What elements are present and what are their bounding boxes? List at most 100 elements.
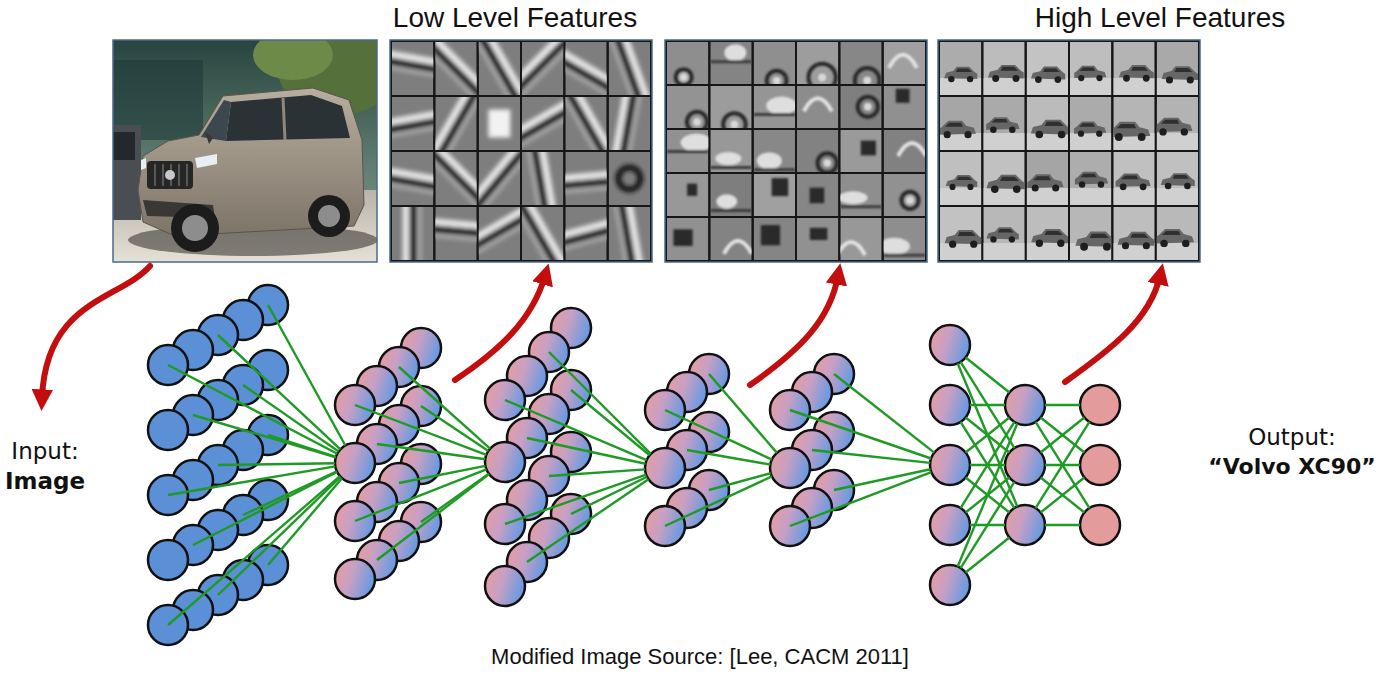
connection-line bbox=[1045, 404, 1080, 406]
connection-line bbox=[193, 415, 336, 457]
filter-light-bar bbox=[416, 193, 708, 277]
connection-line bbox=[243, 385, 339, 452]
connection-line bbox=[421, 406, 488, 451]
object-car bbox=[1075, 232, 1115, 251]
object-car bbox=[988, 65, 1024, 82]
connection-line bbox=[834, 374, 934, 453]
object-road bbox=[983, 133, 1024, 150]
object-car-window bbox=[1130, 234, 1148, 238]
part-ground bbox=[754, 218, 795, 260]
object-car-window bbox=[998, 229, 1014, 233]
object-car-window bbox=[1045, 122, 1064, 126]
part-pattern bbox=[837, 242, 865, 255]
part-feature bbox=[667, 130, 712, 172]
part-curve bbox=[724, 241, 752, 254]
connection-line bbox=[549, 352, 651, 454]
part-hub bbox=[863, 76, 871, 84]
object-car bbox=[1110, 122, 1150, 141]
object-car-wheel bbox=[1143, 242, 1150, 249]
part-hub bbox=[680, 73, 688, 81]
part-pattern bbox=[724, 241, 752, 254]
object-car-wheel bbox=[1166, 76, 1173, 83]
gabor-filter bbox=[502, 6, 573, 305]
connection-line bbox=[505, 475, 646, 524]
object-car-wheel bbox=[948, 76, 954, 82]
object-ground bbox=[1113, 207, 1154, 260]
object-car-wheel bbox=[1078, 75, 1084, 81]
connection-line bbox=[355, 469, 486, 521]
part-blob bbox=[716, 194, 737, 208]
object-road bbox=[940, 188, 981, 205]
gabor-filter bbox=[609, 152, 650, 205]
part-pattern bbox=[667, 134, 712, 152]
object-car-wheel bbox=[1115, 133, 1123, 141]
object-ground bbox=[940, 42, 981, 95]
object-road bbox=[1070, 78, 1111, 95]
part-ground bbox=[667, 218, 708, 260]
filter-ground bbox=[479, 97, 520, 150]
object-car-window bbox=[1090, 234, 1110, 238]
filter-dark-bar bbox=[594, 62, 653, 359]
part-hub bbox=[693, 118, 701, 126]
object-road bbox=[1113, 188, 1154, 205]
object-car-wheel bbox=[1120, 183, 1127, 190]
object-road bbox=[1113, 243, 1154, 260]
part-blob bbox=[757, 152, 782, 169]
part-block bbox=[896, 89, 910, 103]
part-blob bbox=[766, 97, 797, 115]
object-ground bbox=[983, 42, 1024, 95]
dense-neuron bbox=[1005, 385, 1045, 425]
object-car bbox=[939, 121, 976, 138]
object-car bbox=[1162, 66, 1199, 83]
object-car-wheel bbox=[1055, 76, 1062, 83]
photo-other-car bbox=[113, 125, 141, 220]
part-pattern bbox=[804, 98, 832, 111]
part-pattern bbox=[772, 178, 789, 196]
part-feature bbox=[884, 130, 926, 172]
dense-neuron bbox=[930, 565, 970, 605]
part-blob bbox=[681, 134, 713, 152]
part-edge bbox=[710, 166, 751, 169]
object-road bbox=[983, 243, 1024, 260]
dense-neuron bbox=[1005, 505, 1045, 545]
part-ground bbox=[710, 174, 751, 216]
object-feature bbox=[940, 152, 981, 205]
part-feature bbox=[840, 86, 881, 128]
part-pattern bbox=[810, 228, 827, 240]
connection-line bbox=[377, 474, 489, 560]
object-feature bbox=[1027, 207, 1069, 260]
object-car-wheel bbox=[1159, 128, 1166, 135]
connection-line bbox=[218, 463, 335, 465]
part-hub bbox=[818, 73, 826, 81]
part-pattern bbox=[898, 143, 926, 156]
part-pattern bbox=[673, 229, 692, 246]
object-ground bbox=[1027, 42, 1068, 95]
hidden-neuron bbox=[335, 559, 375, 599]
object-car-wheel bbox=[1182, 240, 1189, 247]
connection-line bbox=[1041, 417, 1085, 452]
object-feature bbox=[1110, 97, 1155, 150]
part-hub bbox=[773, 77, 781, 85]
object-car-wheel bbox=[1058, 131, 1066, 139]
photo-frame bbox=[113, 40, 377, 262]
object-car-window bbox=[945, 123, 963, 127]
high-level-features-frame bbox=[938, 40, 1200, 262]
part-arc bbox=[687, 112, 707, 132]
neurons bbox=[148, 285, 1120, 645]
connection-line bbox=[168, 466, 335, 495]
filter-pattern bbox=[329, 47, 555, 273]
part-pattern bbox=[754, 152, 795, 170]
object-car-window bbox=[1117, 124, 1137, 128]
object-car-window bbox=[1174, 68, 1192, 72]
object-car-wheel bbox=[990, 236, 996, 242]
filter-pattern bbox=[589, 61, 660, 360]
object-car bbox=[1031, 229, 1069, 247]
car-grille-bar bbox=[154, 164, 156, 186]
part-edge bbox=[840, 205, 881, 208]
object-car-wheel bbox=[1096, 75, 1102, 81]
hidden-neuron bbox=[485, 566, 525, 606]
part-feature bbox=[667, 174, 708, 216]
mid-level-features-frame bbox=[665, 40, 927, 262]
part-arc bbox=[858, 97, 878, 117]
part-feature bbox=[710, 218, 752, 260]
